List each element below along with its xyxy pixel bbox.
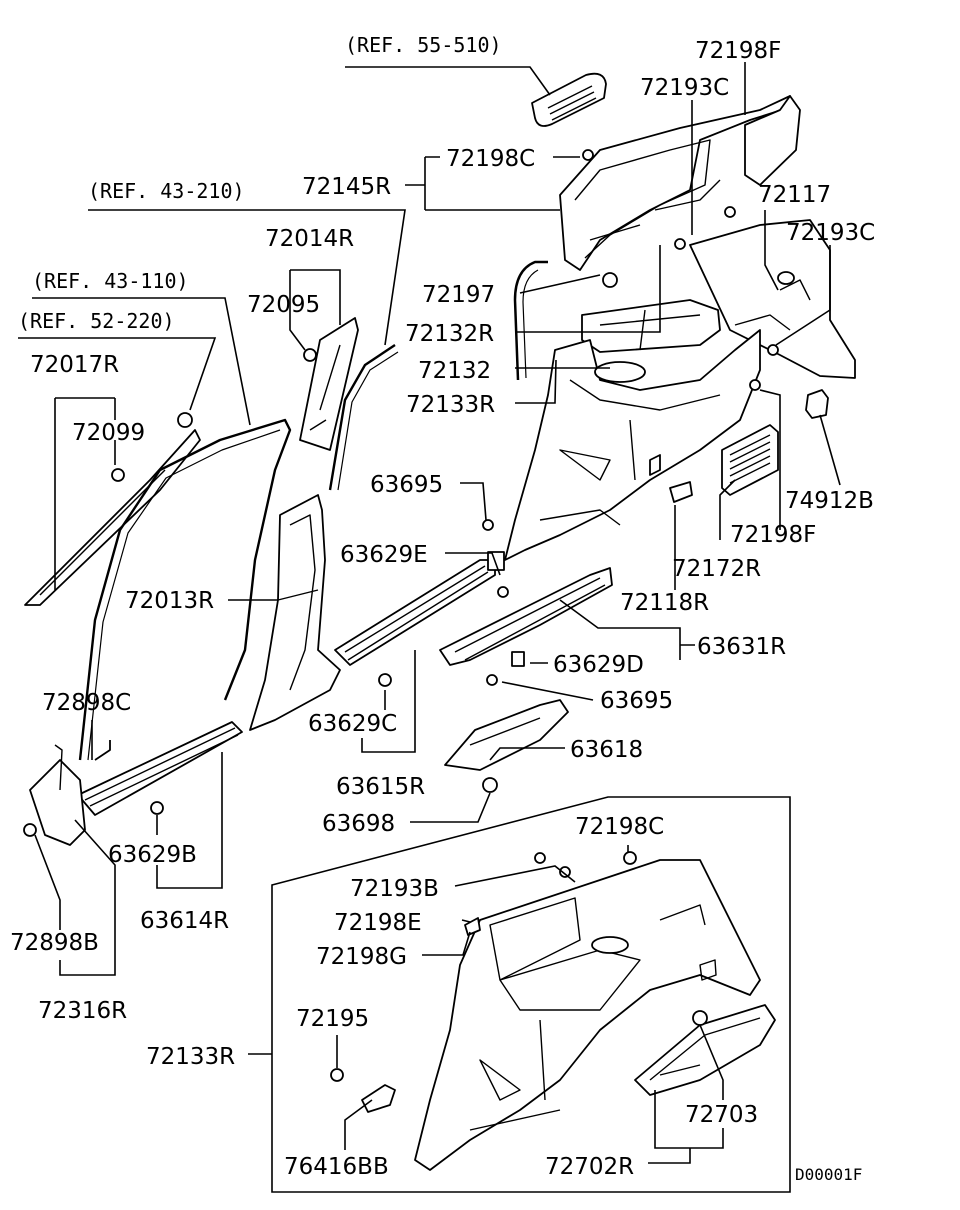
label-63618: 63618 (570, 737, 643, 763)
label-63695-mid: 63695 (600, 688, 673, 714)
leader-lines (18, 62, 841, 1164)
label-72132: 72132 (418, 358, 491, 384)
label-72193b: 72193B (350, 876, 439, 902)
label-72017r: 72017R (30, 352, 119, 378)
reference-labels: (REF. 55-510) (REF. 43-210) (REF. 43-110… (18, 33, 502, 333)
label-72198f-right: 72198F (730, 522, 816, 548)
inset-quarter-panel (414, 859, 761, 1171)
fasteners (23, 149, 779, 837)
label-63615r: 63615R (336, 774, 425, 800)
speaker-grille-part (721, 424, 779, 496)
label-72117: 72117 (758, 182, 831, 208)
label-63629c: 63629C (308, 711, 397, 737)
a-pillar-trim-72017r (24, 429, 201, 606)
ref-52-220-label: (REF. 52-220) (18, 309, 175, 333)
label-72198e: 72198E (334, 910, 422, 936)
label-72095: 72095 (247, 292, 320, 318)
rear-scuff-63631r (439, 567, 613, 666)
label-72014r: 72014R (265, 226, 354, 252)
label-72193c-right: 72193C (786, 220, 875, 246)
diagram-code: D00001F (795, 1165, 862, 1184)
label-63629e: 63629E (340, 542, 428, 568)
label-72133r-inset: 72133R (146, 1044, 235, 1070)
ref-43-210-label: (REF. 43-210) (88, 179, 245, 203)
label-63614r: 63614R (140, 908, 229, 934)
weatherstrip-43-210 (328, 344, 396, 491)
label-72099: 72099 (72, 420, 145, 446)
label-74912b: 74912B (785, 488, 874, 514)
label-72145r: 72145R (302, 174, 391, 200)
label-63695-top: 63695 (370, 472, 443, 498)
label-72133r-top: 72133R (406, 392, 495, 418)
pillar-trim-72014r (299, 317, 359, 451)
label-63698: 63698 (322, 811, 395, 837)
grille-part (531, 72, 607, 127)
label-72898c: 72898C (42, 690, 131, 716)
label-72172r: 72172R (672, 556, 761, 582)
cowl-trim-72316r (29, 744, 86, 846)
door-weatherstrip-43-110 (78, 418, 292, 761)
clip-74912b (805, 389, 829, 419)
part-number-labels: 72198F 72193C 72198C 72145R 72117 72193C… (10, 38, 875, 1180)
label-72132r: 72132R (405, 321, 494, 347)
seal-strip-72197 (513, 260, 548, 381)
label-63629b: 63629B (108, 842, 197, 868)
upper-quarter-trim (559, 95, 801, 271)
label-63629d: 63629D (553, 652, 644, 678)
label-72198c-top: 72198C (446, 146, 535, 172)
label-72198c-inset: 72198C (575, 814, 664, 840)
front-scuff-plate-63614r (77, 721, 243, 816)
bracket-63618 (444, 699, 569, 771)
label-72013r: 72013R (125, 588, 214, 614)
rear-quarter-panel (504, 299, 761, 561)
label-76416bb: 76416BB (284, 1154, 389, 1180)
label-72703: 72703 (685, 1102, 758, 1128)
label-63631r: 63631R (697, 634, 786, 660)
label-72195: 72195 (296, 1006, 369, 1032)
label-72316r: 72316R (38, 998, 127, 1024)
ref-55-510-label: (REF. 55-510) (345, 33, 502, 57)
b-pillar-trim-72013r (249, 494, 341, 731)
label-72197: 72197 (422, 282, 495, 308)
inset-small-parts (330, 851, 708, 1113)
label-72118r: 72118R (620, 590, 709, 616)
label-72193c-top: 72193C (640, 75, 729, 101)
label-72898b: 72898B (10, 930, 99, 956)
label-72702r: 72702R (545, 1154, 634, 1180)
inset-frame (271, 796, 791, 1193)
cover-72118r (669, 481, 693, 503)
ref-43-110-label: (REF. 43-110) (32, 269, 189, 293)
label-72198g: 72198G (316, 944, 407, 970)
label-72198f-top: 72198F (695, 38, 781, 64)
right-upper-panel (689, 219, 856, 379)
